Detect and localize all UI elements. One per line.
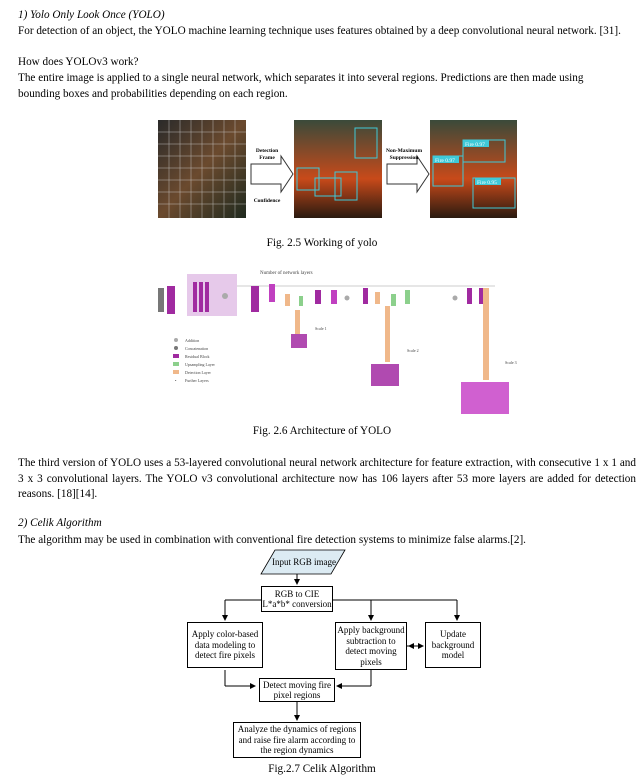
svg-text:Frame: Frame — [259, 155, 275, 161]
svg-text:Further Layers: Further Layers — [185, 378, 209, 383]
figure-2-5-caption: Fig. 2.5 Working of yolo — [266, 237, 378, 249]
svg-text:Detection: Detection — [256, 148, 278, 154]
svg-text:Residual Block: Residual Block — [185, 354, 210, 359]
svg-text:Scale 2: Scale 2 — [407, 348, 419, 353]
yolo-v3-paragraph: The third version of YOLO uses a 53-laye… — [18, 457, 636, 500]
flow-color-model: Apply color-based data modeling to detec… — [187, 622, 263, 668]
svg-text:Non-Maximum: Non-Maximum — [386, 148, 422, 154]
yolo-question: How does YOLOv3 work? — [18, 56, 139, 68]
figure-2-7-caption: Fig.2.7 Celik Algorithm — [268, 763, 376, 775]
flow-background-subtraction: Apply background subtraction to detect m… — [335, 622, 407, 670]
figure-celik-flowchart: Input RGB image RGB to CIE L*a*b* conver… — [185, 548, 485, 762]
flow-detect-moving: Detect moving fire pixel regions — [259, 678, 335, 702]
flow-input-rgb: Input RGB image — [272, 556, 336, 567]
flow-update-background: Update background model — [425, 622, 481, 668]
svg-text:Fire 0.97: Fire 0.97 — [435, 158, 455, 164]
section-heading-celik: 2) Celik Algorithm — [18, 517, 102, 529]
svg-text:Confidence: Confidence — [254, 198, 281, 204]
celik-paragraph: The algorithm may be used in combination… — [18, 534, 526, 546]
svg-text:Number of network layers: Number of network layers — [260, 271, 313, 276]
figure-yolo-architecture: Number of network layers Scale 1 — [155, 266, 527, 416]
figure-2-6-caption: Fig. 2.6 Architecture of YOLO — [252, 425, 392, 437]
svg-text:Fire 0.95: Fire 0.95 — [477, 180, 497, 186]
yolo-description-paragraph: The entire image is applied to a single … — [18, 72, 584, 100]
svg-text:Scale 3: Scale 3 — [505, 360, 517, 365]
svg-text:Upsampling Layer: Upsampling Layer — [185, 362, 216, 367]
svg-text:Detection Layer: Detection Layer — [185, 370, 212, 375]
figure-yolo-working: Detection Frame Confidence Non-Maximum S… — [155, 118, 517, 222]
flow-analyze-dynamics: Analyze the dynamics of regions and rais… — [233, 722, 361, 758]
svg-text:Addition: Addition — [185, 338, 199, 343]
svg-text:Scale 1: Scale 1 — [315, 326, 327, 331]
flow-rgb-to-cie: RGB to CIE L*a*b* conversion — [261, 586, 333, 612]
svg-text:Concatenation: Concatenation — [185, 346, 208, 351]
svg-text:Fire 0.97: Fire 0.97 — [465, 142, 485, 148]
yolo-intro-paragraph: For detection of an object, the YOLO mac… — [18, 25, 621, 37]
section-heading-yolo: 1) Yolo Only Look Once (YOLO) — [18, 9, 165, 21]
svg-text:Suppression: Suppression — [390, 155, 419, 161]
svg-text:•: • — [175, 378, 177, 383]
